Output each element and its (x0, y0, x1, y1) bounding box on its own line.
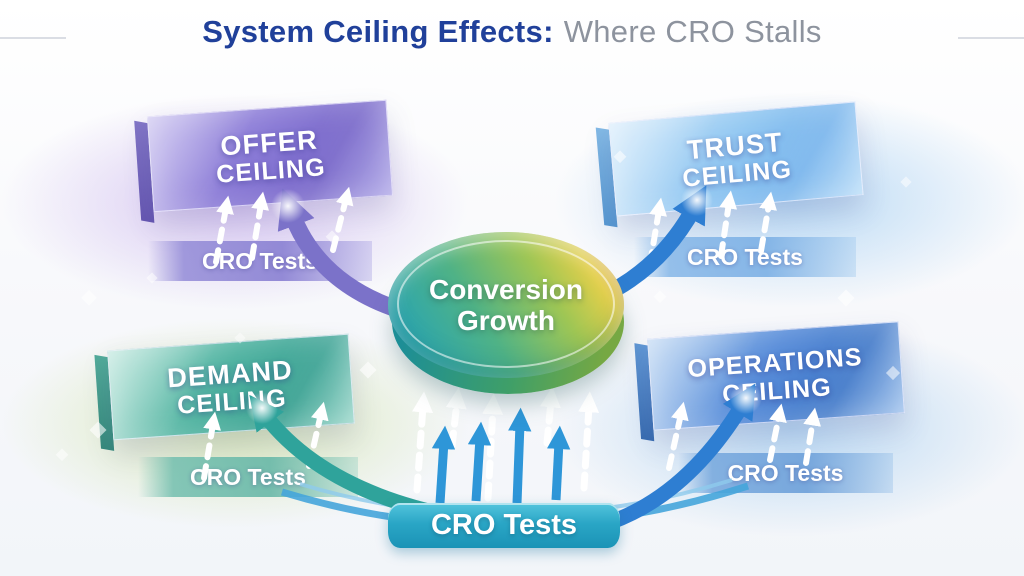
conversion-growth-node: Conversion Growth (388, 232, 628, 394)
panel-trust-ceiling: TRUST CEILING (595, 101, 864, 228)
cro-tests-label-offer: CRO Tests (148, 241, 372, 281)
cro-tests-label-trust: CRO Tests (634, 237, 856, 277)
title-rule-right (958, 37, 1024, 39)
panel-label: OFFER CEILING (147, 100, 393, 213)
cro-tests-label-demand: CRO Tests (138, 457, 358, 497)
cro-tests-banner: CRO Tests (388, 503, 620, 548)
page-title-secondary: Where CRO Stalls (563, 14, 822, 49)
cro-tests-text: CRO Tests (190, 463, 306, 490)
panel-label: OPERATIONS CEILING (647, 321, 905, 430)
panel-title-line2: CEILING (721, 372, 833, 409)
panel-label: TRUST CEILING (608, 101, 863, 216)
page-title-primary: System Ceiling Effects: (202, 14, 554, 49)
cro-tests-banner-text: CRO Tests (430, 509, 578, 541)
disc-label: Conversion Growth (388, 232, 624, 378)
header: System Ceiling Effects: Where CRO Stalls (0, 14, 1024, 50)
cro-tests-text: CRO Tests (687, 243, 803, 270)
panel-title-line2: CEILING (215, 152, 327, 189)
panel-offer-ceiling: OFFER CEILING (134, 99, 394, 223)
disc-label-line2: Growth (457, 305, 555, 336)
title-rule-left (0, 37, 66, 39)
panel-title-line2: CEILING (176, 383, 288, 420)
cro-tests-label-operations: CRO Tests (678, 453, 893, 493)
cro-up-arrows-center-white (412, 386, 600, 502)
cro-up-arrows-center-blue (431, 407, 571, 504)
disc-label-line1: Conversion (428, 274, 584, 305)
panel-demand-ceiling: DEMAND CEILING (94, 333, 355, 451)
panel-operations-ceiling: OPERATIONS CEILING (634, 321, 905, 442)
cro-tests-text: CRO Tests (202, 247, 318, 274)
cro-tests-text: CRO Tests (727, 459, 844, 486)
panel-label: DEMAND CEILING (107, 334, 355, 441)
disc-face: Conversion Growth (388, 232, 624, 378)
